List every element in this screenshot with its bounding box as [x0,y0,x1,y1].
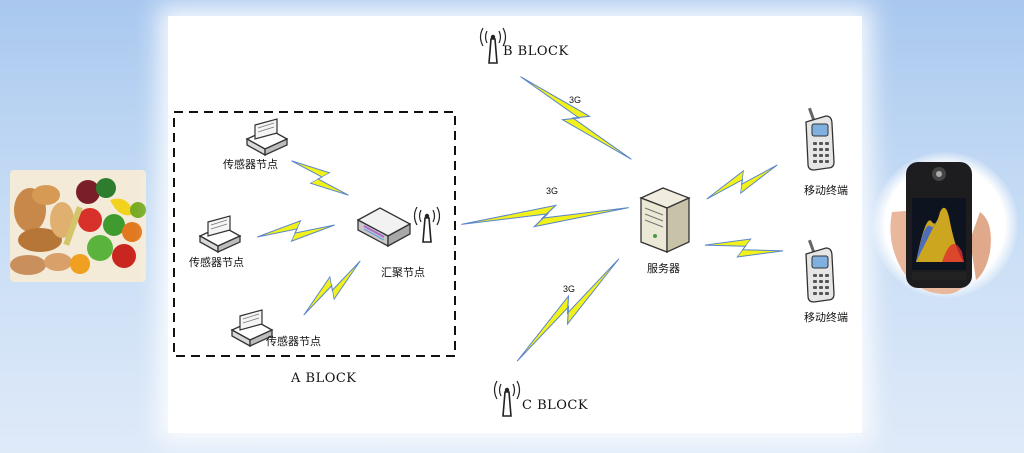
mobile-phone-icon [805,107,835,171]
server-label: 服务器 [647,262,680,275]
handheld-device-photo [872,152,1018,298]
label-3g-b: 3G [569,95,581,105]
sensor-node-icon [246,118,288,156]
link-sensor3-sink [294,255,370,321]
sensor-node-icon [199,215,241,253]
link-b-server [516,65,636,171]
mobile-phone-icon [805,239,835,303]
label-3g-sink: 3G [546,186,558,196]
b-block-label: B BLOCK [503,44,569,59]
a-block-boundary [173,111,456,357]
a-block-label: A BLOCK [290,371,357,386]
diagram-panel [168,16,862,433]
food-photo [10,170,146,282]
label-3g-c: 3G [563,284,575,294]
link-sink-server [459,200,631,232]
sensor-label-3: 传感器节点 [266,335,321,348]
antenna-icon [479,27,507,64]
router-icon [356,207,412,248]
link-sensor2-sink [256,218,336,244]
server-icon [639,187,691,254]
link-c-server [507,253,629,367]
antenna-icon [493,380,521,417]
c-block-label: C BLOCK [522,398,588,413]
sensor-label-2: 传感器节点 [189,256,244,269]
link-sensor1-sink [287,149,353,207]
link-server-mobile2 [703,230,785,266]
sink-label: 汇聚节点 [381,266,425,279]
mobile-label-1: 移动终端 [804,183,848,197]
sensor-label-1: 传感器节点 [223,158,278,171]
link-server-mobile1 [701,158,783,206]
mobile-label-2: 移动终端 [804,310,848,324]
antenna-icon [413,206,441,243]
